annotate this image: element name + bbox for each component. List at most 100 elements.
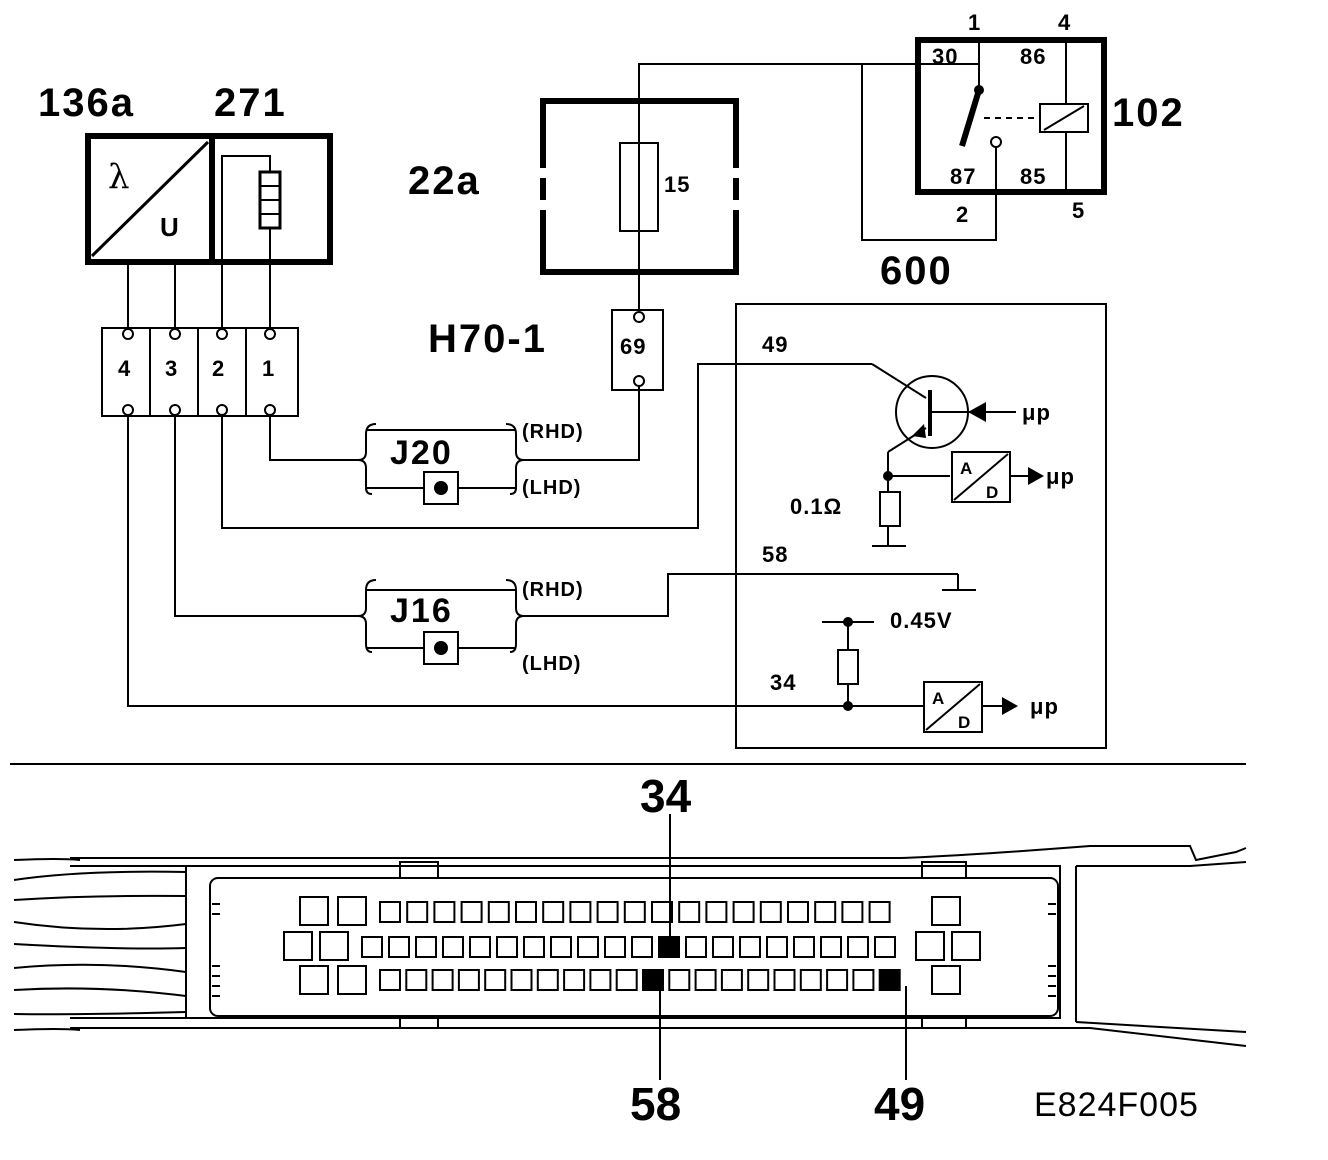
ecu-mp-label-3: μp bbox=[1030, 694, 1059, 719]
large-pin bbox=[915, 931, 945, 961]
connector-h70: H70-1 69 bbox=[428, 309, 664, 461]
ecu-pin-49: 49 bbox=[762, 332, 788, 357]
pin bbox=[361, 936, 383, 958]
ecu-shunt-label: 0.1Ω bbox=[790, 494, 842, 519]
pin bbox=[496, 936, 518, 958]
svg-text:A: A bbox=[932, 689, 944, 708]
pin bbox=[405, 969, 428, 991]
pin bbox=[868, 901, 891, 923]
relay-pin-87: 87 bbox=[950, 164, 976, 189]
large-pin bbox=[319, 931, 349, 961]
pin bbox=[596, 901, 619, 923]
pin bbox=[732, 901, 755, 923]
ecu-mp-label-2: μp bbox=[1046, 464, 1075, 489]
ecu-id: 600 bbox=[880, 249, 953, 293]
large-pin bbox=[337, 896, 367, 926]
wire-harness-icon bbox=[13, 858, 187, 1031]
pin bbox=[685, 936, 707, 958]
ecu-pin-grid bbox=[283, 896, 981, 995]
ecu: 600 49 58 34 μp A D μp bbox=[735, 249, 1107, 749]
connector-h70-id: H70-1 bbox=[428, 317, 547, 361]
junction-j20-id: J20 bbox=[390, 434, 453, 472]
ecu-mp-label-1: μp bbox=[1022, 400, 1051, 425]
connector-h70-pin: 69 bbox=[620, 334, 646, 359]
pin bbox=[457, 969, 480, 991]
pin bbox=[712, 936, 734, 958]
pin bbox=[841, 901, 864, 923]
pin-49-wire bbox=[221, 363, 872, 529]
sensor-connector: 4 3 2 1 bbox=[101, 327, 299, 417]
pin bbox=[773, 969, 796, 991]
large-pin bbox=[337, 965, 367, 995]
pullup-resistor-icon bbox=[837, 649, 859, 685]
junction-j16-lhd: (LHD) bbox=[522, 653, 581, 675]
pin bbox=[536, 969, 559, 991]
pin bbox=[460, 901, 483, 923]
callout-pin-58: 58 bbox=[630, 1078, 681, 1130]
pin bbox=[510, 969, 533, 991]
pin bbox=[720, 969, 743, 991]
pin bbox=[563, 969, 586, 991]
heater-id: 271 bbox=[214, 81, 287, 125]
supply-wire bbox=[638, 63, 979, 310]
svg-text:D: D bbox=[986, 483, 998, 502]
lambda-sensor-block: 136a 271 λ U bbox=[38, 81, 333, 328]
relay-terminal-2: 2 bbox=[956, 202, 969, 227]
connector-pin-3: 3 bbox=[165, 356, 178, 381]
figure-code: E824F005 bbox=[1034, 1086, 1199, 1124]
pin bbox=[379, 901, 401, 923]
large-pin bbox=[283, 931, 313, 961]
connector-pin-2: 2 bbox=[212, 356, 225, 381]
pin bbox=[631, 936, 653, 958]
junction-j20: J20 (RHD) (LHD) bbox=[269, 416, 584, 505]
fuse-number: 15 bbox=[664, 172, 690, 197]
large-pin bbox=[299, 965, 329, 995]
heater-resistor-icon bbox=[221, 155, 282, 262]
pin bbox=[874, 936, 896, 958]
pin bbox=[814, 901, 837, 923]
junction-j16-rhd: (RHD) bbox=[522, 579, 584, 601]
pin bbox=[852, 969, 875, 991]
pin bbox=[542, 901, 565, 923]
svg-text:D: D bbox=[958, 713, 970, 732]
pin bbox=[442, 936, 464, 958]
pin bbox=[739, 936, 761, 958]
pin bbox=[550, 936, 572, 958]
connector-pin-4: 4 bbox=[118, 356, 131, 381]
callout-pin-49: 49 bbox=[874, 1078, 925, 1130]
pin bbox=[415, 936, 437, 958]
pin bbox=[604, 936, 626, 958]
pin bbox=[379, 969, 401, 991]
junction-j16: J16 (RHD) (LHD) bbox=[174, 416, 958, 675]
relay-id: 102 bbox=[1112, 91, 1185, 135]
ecu-ref-voltage: 0.45V bbox=[890, 608, 953, 633]
pin bbox=[577, 936, 599, 958]
pin bbox=[847, 936, 869, 958]
pin bbox=[487, 901, 510, 923]
pin bbox=[651, 901, 673, 923]
pin-34 bbox=[658, 936, 680, 958]
fuse-box-id: 22a bbox=[408, 159, 481, 203]
pin bbox=[705, 901, 728, 923]
relay-terminal-1: 1 bbox=[968, 10, 981, 35]
pin bbox=[747, 969, 770, 991]
pin bbox=[694, 969, 717, 991]
pin-49 bbox=[878, 969, 901, 991]
ecu-pin-34: 34 bbox=[770, 670, 796, 695]
pin bbox=[615, 969, 638, 991]
relay-pin-85: 85 bbox=[1020, 164, 1046, 189]
ecu-connector-view: 34 58 49 bbox=[13, 770, 1247, 1130]
relay-coil-icon bbox=[1039, 103, 1089, 133]
junction-j16-id: J16 bbox=[390, 592, 453, 630]
pin bbox=[678, 901, 701, 923]
pin bbox=[406, 901, 429, 923]
lambda-sensor-id: 136a bbox=[38, 81, 135, 125]
fuse-box: 22a 15 bbox=[408, 98, 739, 275]
ecu-pin-58: 58 bbox=[762, 542, 788, 567]
relay: 1 4 2 5 30 86 87 85 102 bbox=[861, 10, 1185, 241]
shunt-resistor-icon bbox=[879, 491, 901, 527]
lambda-symbol: λ bbox=[108, 157, 130, 197]
large-pin bbox=[951, 931, 981, 961]
junction-j20-rhd: (RHD) bbox=[522, 421, 584, 443]
